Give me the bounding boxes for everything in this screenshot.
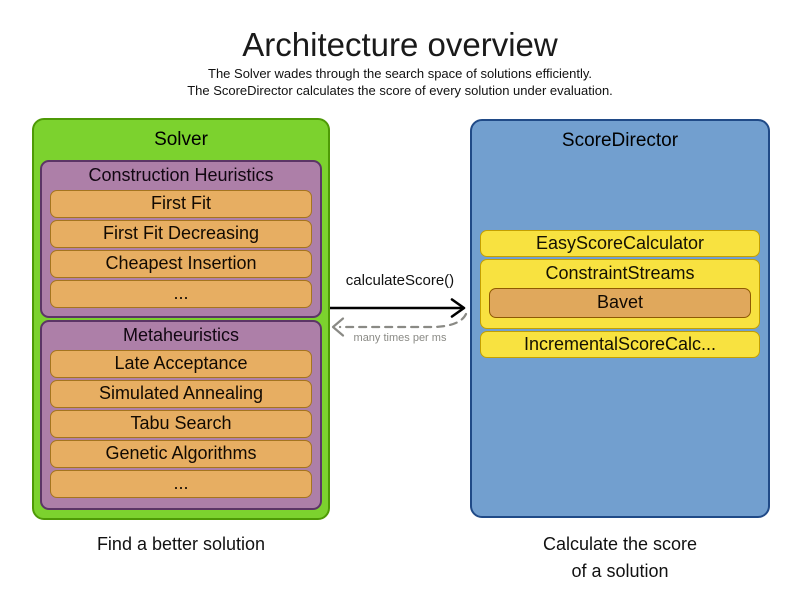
construction-heuristics-title: Construction Heuristics — [88, 165, 274, 185]
solver-box-title: Solver — [154, 129, 208, 150]
calculator-easy-score: EasyScoreCalculator — [480, 230, 760, 257]
solver-caption: Find a better solution — [96, 534, 266, 554]
metaheuristics-title: Metaheuristics — [122, 325, 240, 345]
subtitle-line-1: The Solver wades through the search spac… — [208, 66, 592, 81]
bavet-engine-box: Bavet — [489, 288, 751, 318]
construction-heuristics-group: Construction Heuristics First Fit First … — [40, 160, 322, 318]
solid-right-arrow — [330, 298, 466, 318]
score-director-box-title: ScoreDirector — [561, 130, 679, 151]
algorithm-genetic-algorithms: Genetic Algorithms — [50, 440, 312, 468]
algorithm-tabu-search: Tabu Search — [50, 410, 312, 438]
metaheuristics-group: Metaheuristics Late Acceptance Simulated… — [40, 320, 322, 510]
algorithm-first-fit-decreasing: First Fit Decreasing — [50, 220, 312, 248]
calculator-incremental-score: IncrementalScoreCalc... — [480, 331, 760, 358]
algorithm-construction-ellipsis: ... — [50, 280, 312, 308]
arrow-frequency-label: many times per ms — [353, 332, 447, 344]
algorithm-cheapest-insertion: Cheapest Insertion — [50, 250, 312, 278]
algorithm-late-acceptance: Late Acceptance — [50, 350, 312, 378]
score-director-box: ScoreDirector EasyScoreCalculator Constr… — [470, 119, 770, 518]
algorithm-metaheuristics-ellipsis: ... — [50, 470, 312, 498]
dashed-left-arrow — [331, 312, 468, 337]
score-director-caption-line-2: of a solution — [571, 561, 669, 581]
page-title: Architecture overview — [242, 26, 558, 63]
calculator-constraint-streams: ConstraintStreams Bavet — [480, 259, 760, 329]
constraint-streams-title: ConstraintStreams — [545, 263, 695, 283]
calculate-score-arrow-label: calculateScore() — [345, 272, 455, 289]
solver-box: Solver Construction Heuristics First Fit… — [32, 118, 330, 520]
algorithm-simulated-annealing: Simulated Annealing — [50, 380, 312, 408]
score-director-caption-line-1: Calculate the score — [542, 534, 698, 554]
arrows-graphic — [330, 298, 468, 337]
algorithm-first-fit: First Fit — [50, 190, 312, 218]
subtitle-line-2: The ScoreDirector calculates the score o… — [187, 83, 613, 98]
score-director-caption: Calculate the score of a solution — [470, 531, 770, 585]
